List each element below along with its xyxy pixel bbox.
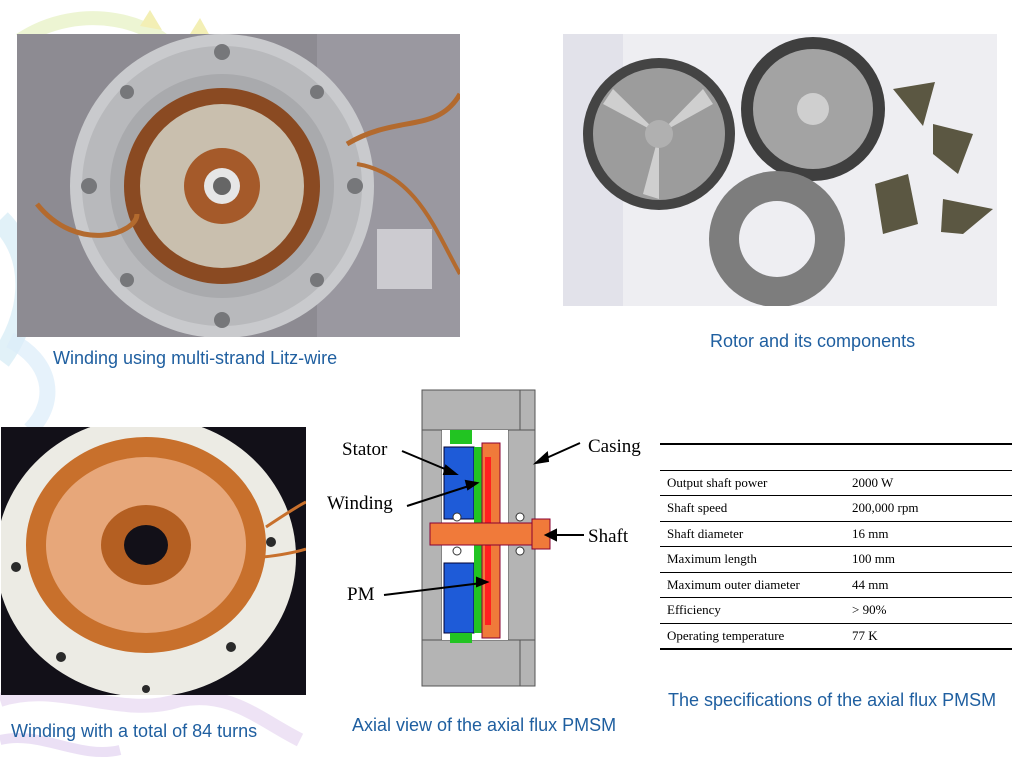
- spec-value: 44 mm: [845, 571, 1012, 598]
- caption-litz-wire: Winding using multi-strand Litz-wire: [53, 348, 338, 368]
- rotor-components-photo: [563, 34, 997, 306]
- spec-label: Output shaft power: [660, 469, 845, 496]
- spec-value: 200,000 rpm: [845, 495, 1012, 521]
- 84-turn-winding-photo: [1, 427, 306, 695]
- spec-label: Efficiency: [660, 597, 845, 623]
- caption-axial-view: Axial view of the axial flux PMSM: [352, 715, 617, 735]
- label-casing: Casing: [588, 436, 641, 457]
- winding-region: [450, 430, 472, 444]
- table-row: Efficiency> 90%: [660, 597, 1012, 623]
- caption-rotor: Rotor and its components: [710, 331, 916, 351]
- label-pm: PM: [347, 584, 375, 605]
- label-shaft: Shaft: [588, 526, 629, 547]
- spec-value: 2000 W: [845, 469, 1012, 496]
- spec-label: Shaft speed: [660, 495, 845, 521]
- litz-wire-winding-photo: [17, 34, 460, 337]
- spec-value: 100 mm: [845, 546, 1012, 572]
- label-stator: Stator: [342, 439, 388, 460]
- label-winding: Winding: [327, 493, 393, 514]
- caption-84-turns: Winding with a total of 84 turns: [11, 721, 258, 741]
- spec-value: > 90%: [845, 597, 1012, 623]
- caption-specifications: The specifications of the axial flux PMS…: [668, 690, 997, 710]
- spec-value: 77 K: [845, 622, 1012, 649]
- spec-label: Shaft diameter: [660, 520, 845, 547]
- spec-value: 16 mm: [845, 520, 1012, 547]
- axial-flux-pmsm-diagram: Stator Winding PM Casing Shaft: [327, 389, 641, 687]
- spec-label: Operating temperature: [660, 622, 845, 649]
- table-header-row: [660, 443, 1012, 470]
- spec-label: Maximum length: [660, 546, 845, 572]
- spec-label: Maximum outer diameter: [660, 571, 845, 598]
